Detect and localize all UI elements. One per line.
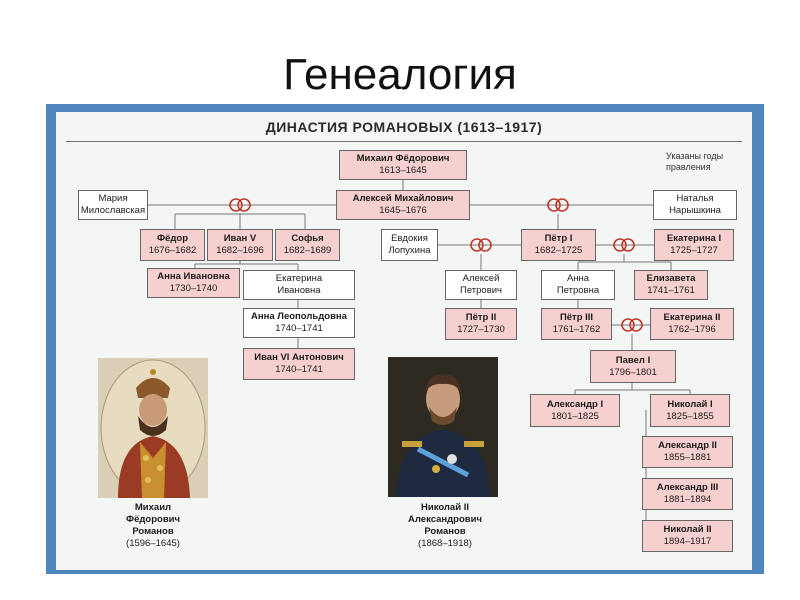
- person-years: 1682–1696: [216, 245, 264, 256]
- person-name: Софья: [291, 233, 324, 244]
- person-years: 1894–1917: [663, 536, 712, 547]
- person-aleksandr2: Александр II 1855–1881: [642, 436, 733, 468]
- person-years: Лопухина: [388, 245, 431, 256]
- person-anna-leopoldovna: Анна Леопольдовна 1740–1741: [243, 308, 355, 338]
- caption-line: Романов: [132, 526, 174, 537]
- person-evdokia: Евдокия Лопухина: [381, 229, 438, 261]
- person-name: Евдокия: [391, 233, 428, 244]
- person-years: 1881–1894: [663, 494, 712, 505]
- person-anna-petrovna: Анна Петровна: [541, 270, 615, 300]
- person-pavel1: Павел I 1796–1801: [590, 350, 676, 383]
- chart-heading: ДИНАСТИЯ РОМАНОВЫХ (1613–1917): [265, 119, 543, 135]
- person-years: 1645–1676: [379, 205, 427, 216]
- person-ekaterina1: Екатерина I 1725–1727: [654, 229, 734, 261]
- person-aleksandr1: Александр I 1801–1825: [530, 394, 620, 427]
- person-years: Петровна: [556, 285, 600, 296]
- person-name: Иван V: [223, 233, 257, 244]
- caption-line: Александрович: [408, 514, 482, 525]
- caption-line: Фёдорович: [125, 514, 181, 525]
- person-name: Пётр II: [465, 312, 497, 323]
- person-name: Елизавета: [646, 273, 696, 284]
- person-years: Петрович: [459, 285, 503, 296]
- person-nikolay2: Николай II 1894–1917: [642, 520, 733, 552]
- person-aleksey: Алексей Михайлович 1645–1676: [336, 190, 470, 220]
- person-name: Николай I: [667, 398, 713, 410]
- person-fyodor: Фёдор 1676–1682: [140, 229, 205, 261]
- person-name: Николай II: [663, 524, 712, 535]
- person-sofya: Софья 1682–1689: [275, 229, 340, 261]
- person-name: Михаил Фёдорович: [356, 153, 450, 164]
- person-years: 1730–1740: [169, 283, 218, 294]
- caption-line: (1596–1645): [126, 538, 180, 549]
- person-name: Наталья: [676, 193, 714, 204]
- person-name: Алексей: [462, 273, 500, 284]
- person-years: 1725–1727: [670, 245, 718, 256]
- person-name: Мария: [98, 193, 128, 204]
- portrait-nikolay2-icon: [388, 357, 498, 497]
- portrait-nikolay2-caption: Николай II Александрович Романов (1868–1…: [370, 502, 520, 550]
- person-petr2: Пётр II 1727–1730: [445, 308, 517, 340]
- person-years: Нарышкина: [669, 205, 721, 216]
- person-nikolay1: Николай I 1825–1855: [650, 394, 730, 427]
- person-ekaterina-ivanovna: Екатерина Ивановна: [243, 270, 355, 300]
- person-name: Алексей Михайлович: [352, 193, 454, 204]
- portrait-nikolay2-image: [388, 357, 498, 497]
- person-name: Екатерина II: [663, 312, 721, 323]
- legend-note-line1: Указаны годы: [666, 151, 724, 161]
- person-years: 1855–1881: [663, 452, 712, 463]
- person-years: 1682–1689: [283, 245, 332, 256]
- person-ekaterina2: Екатерина II 1762–1796: [650, 308, 734, 340]
- caption-line: Николай II: [421, 502, 469, 513]
- person-years: 1727–1730: [457, 324, 505, 335]
- portrait-mikhail-icon: [98, 358, 208, 498]
- person-name: Пётр III: [559, 312, 594, 323]
- person-years: 1740–1741: [275, 323, 323, 334]
- legend-note: Указаны годы правления: [666, 151, 723, 173]
- person-name: Екатерина: [275, 273, 323, 284]
- legend-note-line2: правления: [666, 162, 711, 172]
- person-years: 1676–1682: [148, 245, 197, 256]
- person-anna-ivanovna: Анна Ивановна 1730–1740: [147, 268, 240, 298]
- person-years: 1740–1741: [275, 364, 323, 375]
- caption-line: Романов: [424, 526, 466, 537]
- person-years: 1613–1645: [379, 165, 427, 176]
- person-name: Александр III: [656, 482, 719, 493]
- person-aleksey-petrovich: Алексей Петрович: [445, 270, 517, 300]
- person-years: 1682–1725: [534, 245, 583, 256]
- person-ivan5: Иван V 1682–1696: [207, 229, 273, 261]
- person-name: Анна: [566, 273, 590, 284]
- person-maria: Мария Милославская: [78, 190, 148, 220]
- person-years: 1825–1855: [666, 410, 714, 422]
- heading-rule: [66, 141, 742, 142]
- slide-title: Генеалогия: [283, 50, 517, 99]
- person-elizaveta: Елизавета 1741–1761: [634, 270, 708, 300]
- person-years: 1761–1762: [552, 324, 601, 335]
- person-aleksandr3: Александр III 1881–1894: [642, 478, 733, 510]
- person-name: Александр I: [546, 398, 604, 410]
- person-name: Павел I: [615, 354, 651, 366]
- person-name: Александр II: [658, 440, 717, 451]
- person-name: Анна Ивановна: [157, 271, 230, 282]
- person-name: Пётр I: [544, 233, 573, 244]
- person-years: 1741–1761: [647, 285, 695, 296]
- person-mikhail: Михаил Фёдорович 1613–1645: [339, 150, 467, 180]
- person-years: Ивановна: [277, 285, 321, 296]
- caption-line: Михаил: [134, 502, 172, 513]
- person-name: Екатерина I: [666, 233, 722, 244]
- person-name: Иван VI Антонович: [254, 352, 344, 363]
- person-name: Фёдор: [156, 233, 189, 244]
- person-natalya: Наталья Нарышкина: [653, 190, 737, 220]
- person-years: 1796–1801: [609, 366, 657, 378]
- person-years: Милославская: [80, 205, 146, 216]
- person-years: 1762–1796: [668, 324, 716, 335]
- person-name: Анна Леопольдовна: [251, 311, 347, 322]
- person-ivan6: Иван VI Антонович 1740–1741: [243, 348, 355, 380]
- caption-line: (1868–1918): [418, 538, 472, 549]
- portrait-mikhail-caption: Михаил Фёдорович Романов (1596–1645): [93, 502, 213, 550]
- person-years: 1801–1825: [551, 410, 599, 422]
- portrait-mikhail-image: [98, 358, 208, 498]
- person-petr3: Пётр III 1761–1762: [541, 308, 612, 340]
- person-petr1: Пётр I 1682–1725: [521, 229, 596, 261]
